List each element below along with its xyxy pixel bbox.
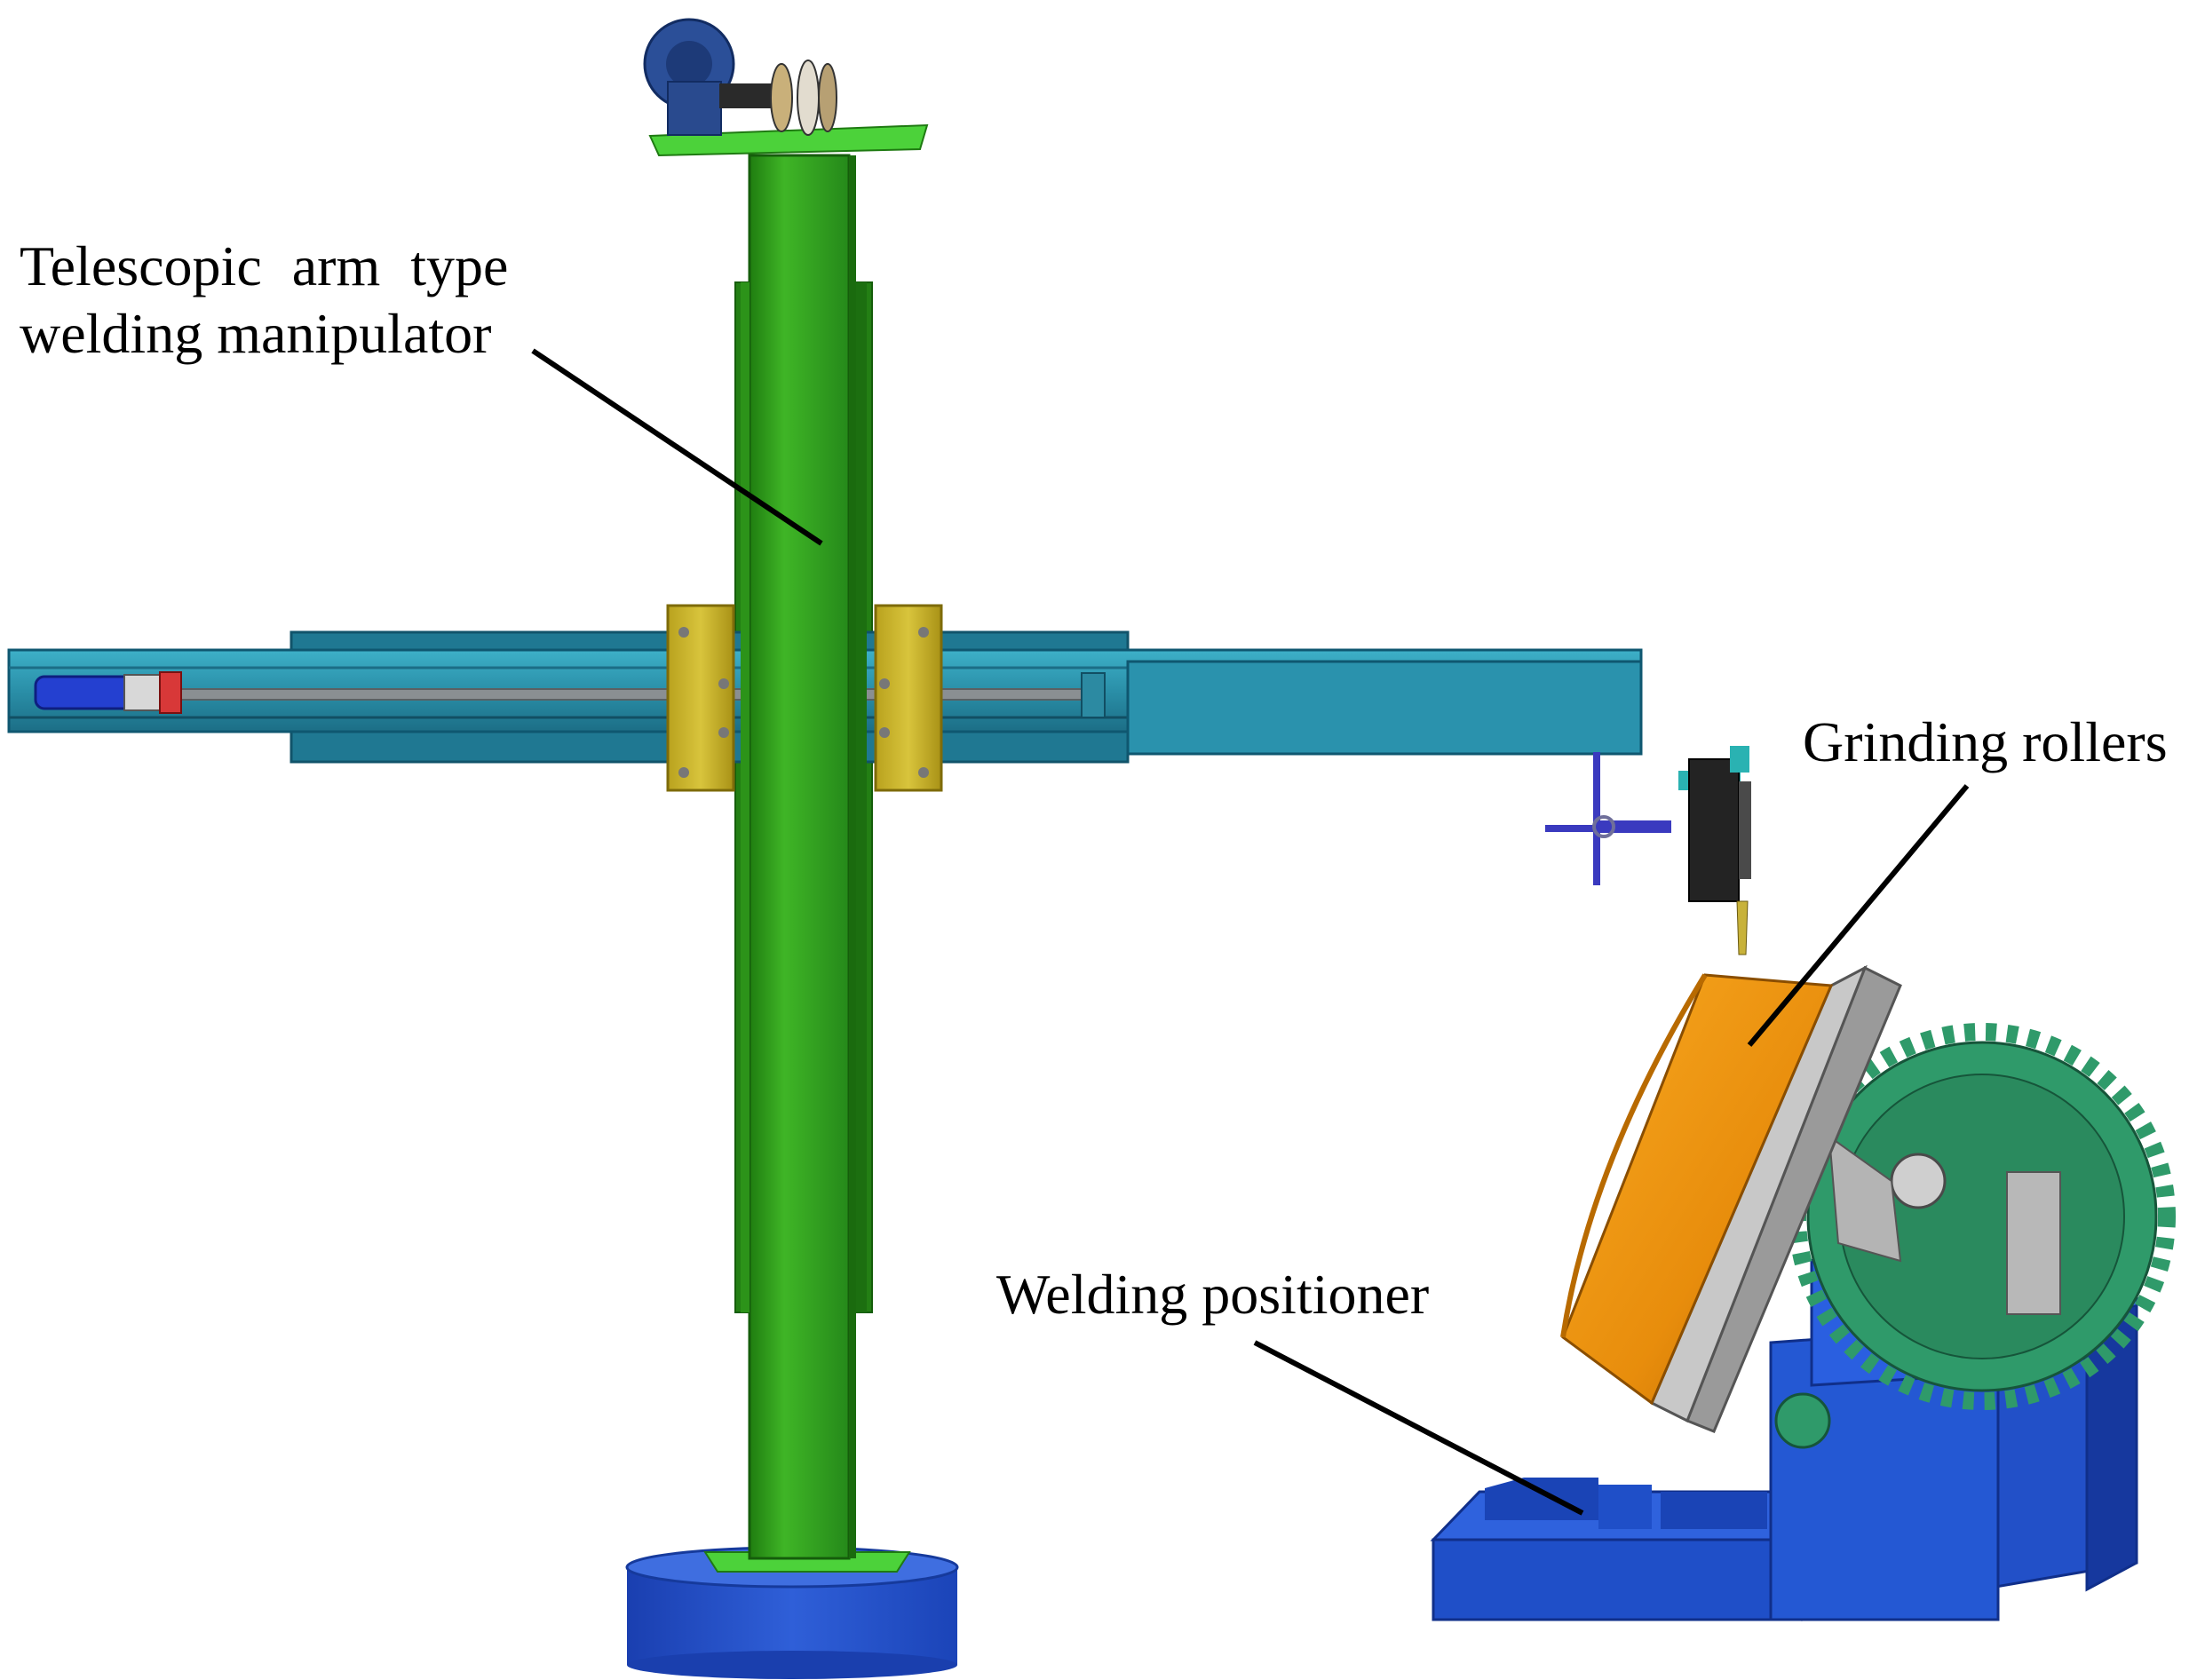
gear-icon — [1774, 1023, 2176, 1449]
welding-torch-icon — [1545, 746, 1751, 955]
label-manipulator-line1: Telescopic arm type — [20, 234, 509, 297]
top-drive — [643, 18, 929, 157]
carriage-plates — [666, 604, 943, 792]
vertical-column — [741, 154, 867, 1560]
label-manipulator-line2: welding manipulator — [20, 301, 492, 365]
welding-positioner — [1430, 964, 2176, 1621]
label-welding-positioner: Welding positioner — [996, 1263, 1430, 1326]
motor-icon — [34, 671, 182, 714]
welding-manipulator — [7, 18, 1643, 1679]
manipulator-base — [625, 1546, 959, 1679]
label-welding-manipulator: Telescopic arm type welding manipulator — [20, 233, 508, 367]
grinding-roller — [1560, 964, 1902, 1433]
leader-lines — [531, 348, 1970, 1516]
label-grinding-rollers: Grinding rollers — [1803, 710, 2168, 773]
leader-line-manipulator — [531, 348, 823, 546]
leader-line-positioner — [1253, 1340, 1584, 1516]
lead-screw — [177, 688, 1102, 701]
leader-line-grinding — [1747, 784, 1970, 1047]
